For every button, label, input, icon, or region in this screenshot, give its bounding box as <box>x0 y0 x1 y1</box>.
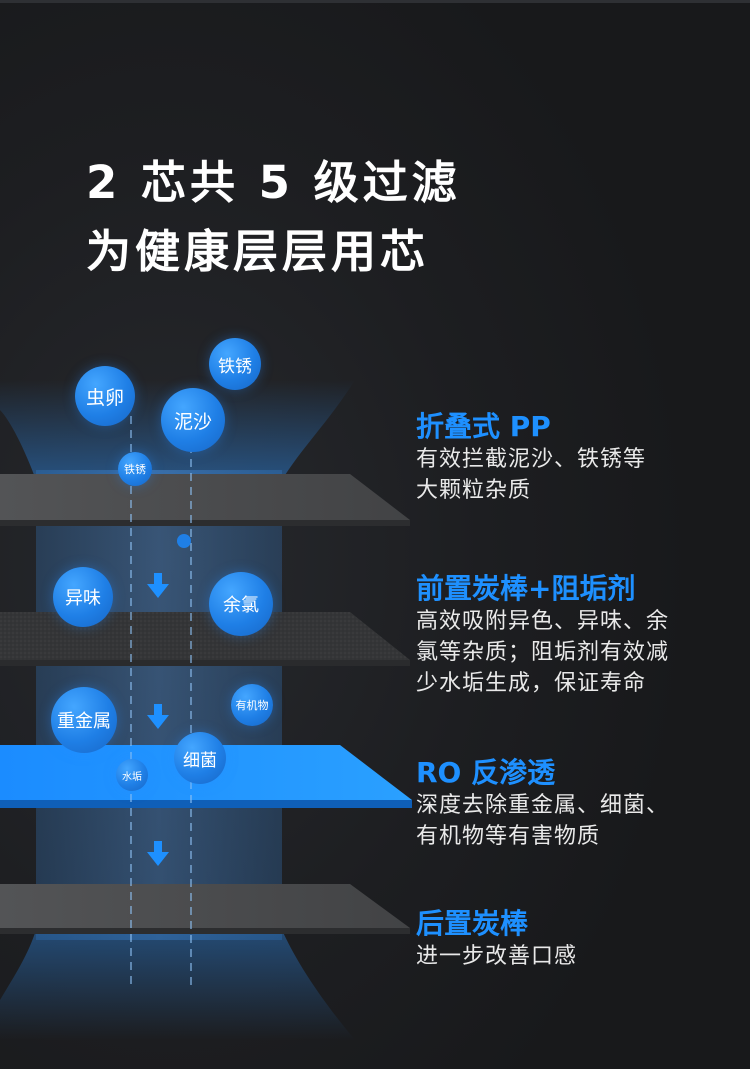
arrow-down-icon <box>147 573 169 598</box>
stage-pp-title: 折叠式 PP <box>416 410 551 443</box>
post-carbon-layer <box>0 884 410 928</box>
bubble-organic: 有机物 <box>231 684 273 726</box>
bubble-iron-rust-small: 铁锈 <box>118 452 152 486</box>
stage-carbon-line-3: 少水垢生成，保证寿命 <box>416 670 647 696</box>
carbon-filter-layer <box>0 612 410 660</box>
bubble-egg: 虫卵 <box>75 366 135 426</box>
bubble-chlorine: 余氯 <box>209 572 273 636</box>
bubble-iron-rust-top: 铁锈 <box>209 338 261 390</box>
bubble-heavy-metal: 重金属 <box>51 687 117 753</box>
stage-ro-line-2: 有机物等有害物质 <box>416 823 601 849</box>
stage-ro-title: RO 反渗透 <box>416 756 556 789</box>
headline-line-2: 为健康层层用芯 <box>86 225 430 278</box>
stage-carbon: 前置炭棒+阻垢剂 高效吸附异色、异味、余 氯等杂质；阻垢剂有效减 少水垢生成，保… <box>416 572 736 699</box>
pp-filter-layer <box>0 474 410 520</box>
dot-icon <box>177 534 191 548</box>
stage-carbon-line-2: 氯等杂质；阻垢剂有效减 <box>416 639 670 665</box>
top-border <box>0 0 750 3</box>
bubble-scale: 水垢 <box>116 759 148 791</box>
funnel-bottom-glow <box>0 930 355 1040</box>
stage-pp-line-1: 有效拦截泥沙、铁锈等 <box>416 446 647 472</box>
arrow-down-icon <box>147 841 169 866</box>
stage-ro: RO 反渗透 深度去除重金属、细菌、 有机物等有害物质 <box>416 756 736 852</box>
stage-ro-line-1: 深度去除重金属、细菌、 <box>416 792 670 818</box>
headline-line-1: 2 芯共 5 级过滤 <box>86 156 461 209</box>
stage-carbon-title: 前置炭棒+阻垢剂 <box>416 572 636 605</box>
stage-pp-line-2: 大颗粒杂质 <box>416 477 532 503</box>
stage-pp: 折叠式 PP 有效拦截泥沙、铁锈等 大颗粒杂质 <box>416 410 736 506</box>
arrow-down-icon <box>147 704 169 729</box>
bubble-sand: 泥沙 <box>161 388 225 452</box>
bubble-odor: 异味 <box>53 567 113 627</box>
stage-post-carbon-title: 后置炭棒 <box>416 907 529 940</box>
stage-carbon-line-1: 高效吸附异色、异味、余 <box>416 608 670 634</box>
stage-post-carbon: 后置炭棒 进一步改善口感 <box>416 907 736 972</box>
stage-post-carbon-line-1: 进一步改善口感 <box>416 943 578 969</box>
bubble-bacteria: 细菌 <box>174 732 226 784</box>
